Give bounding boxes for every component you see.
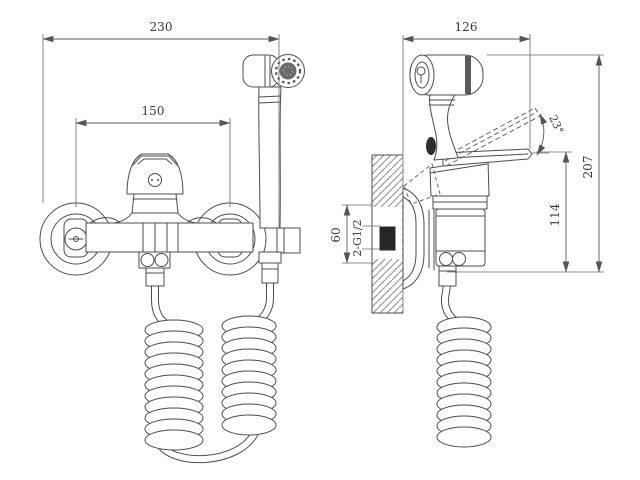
dimension-depth: 126 [402,20,531,149]
lever-raised-dashed [443,107,541,167]
dim-label-230: 230 [150,20,173,34]
spring-hose-front-right-column [221,315,277,436]
dim-label-114: 114 [548,203,562,226]
lever-side [442,107,541,167]
dim-label-thread: 2-G1/2 [351,219,364,256]
hand-sprayer-front [242,54,305,229]
dimension-overall-width: 230 [42,20,280,228]
mixer-body-front [63,217,254,258]
sprayer-trigger [426,137,436,155]
dim-label-126: 126 [455,20,478,34]
side-view: 126 207 114 60 2-G1/2 23° [329,20,604,448]
dim-label-150: 150 [142,104,165,118]
front-view: 230 150 [39,20,305,464]
center-outlet-front [138,251,171,287]
dimension-thread: 2-G1/2 [351,219,380,257]
spray-face-icon [271,54,305,88]
wall-connection-square [379,226,396,251]
dimension-hole-distance: 150 [75,104,231,207]
dim-label-207: 207 [581,156,595,179]
dimension-lever-height: 114 [536,151,572,273]
handle-cap-front [113,153,197,224]
sprayer-holder-front [258,227,301,284]
dimension-overall-height: 207 [447,54,604,273]
spring-hose-front-left-column [144,319,204,451]
mixer-body-side [402,187,488,290]
dimension-inlet-offset: 60 [329,204,373,264]
dim-label-angle: 23° [546,113,566,136]
dim-label-60: 60 [329,227,343,242]
cartridge-alt-position-dashed [403,163,441,205]
hand-sprayer-side [409,54,484,161]
dimension-lever-angle: 23° [531,113,566,156]
wall-section [371,35,404,314]
spring-hose-side [436,316,492,448]
